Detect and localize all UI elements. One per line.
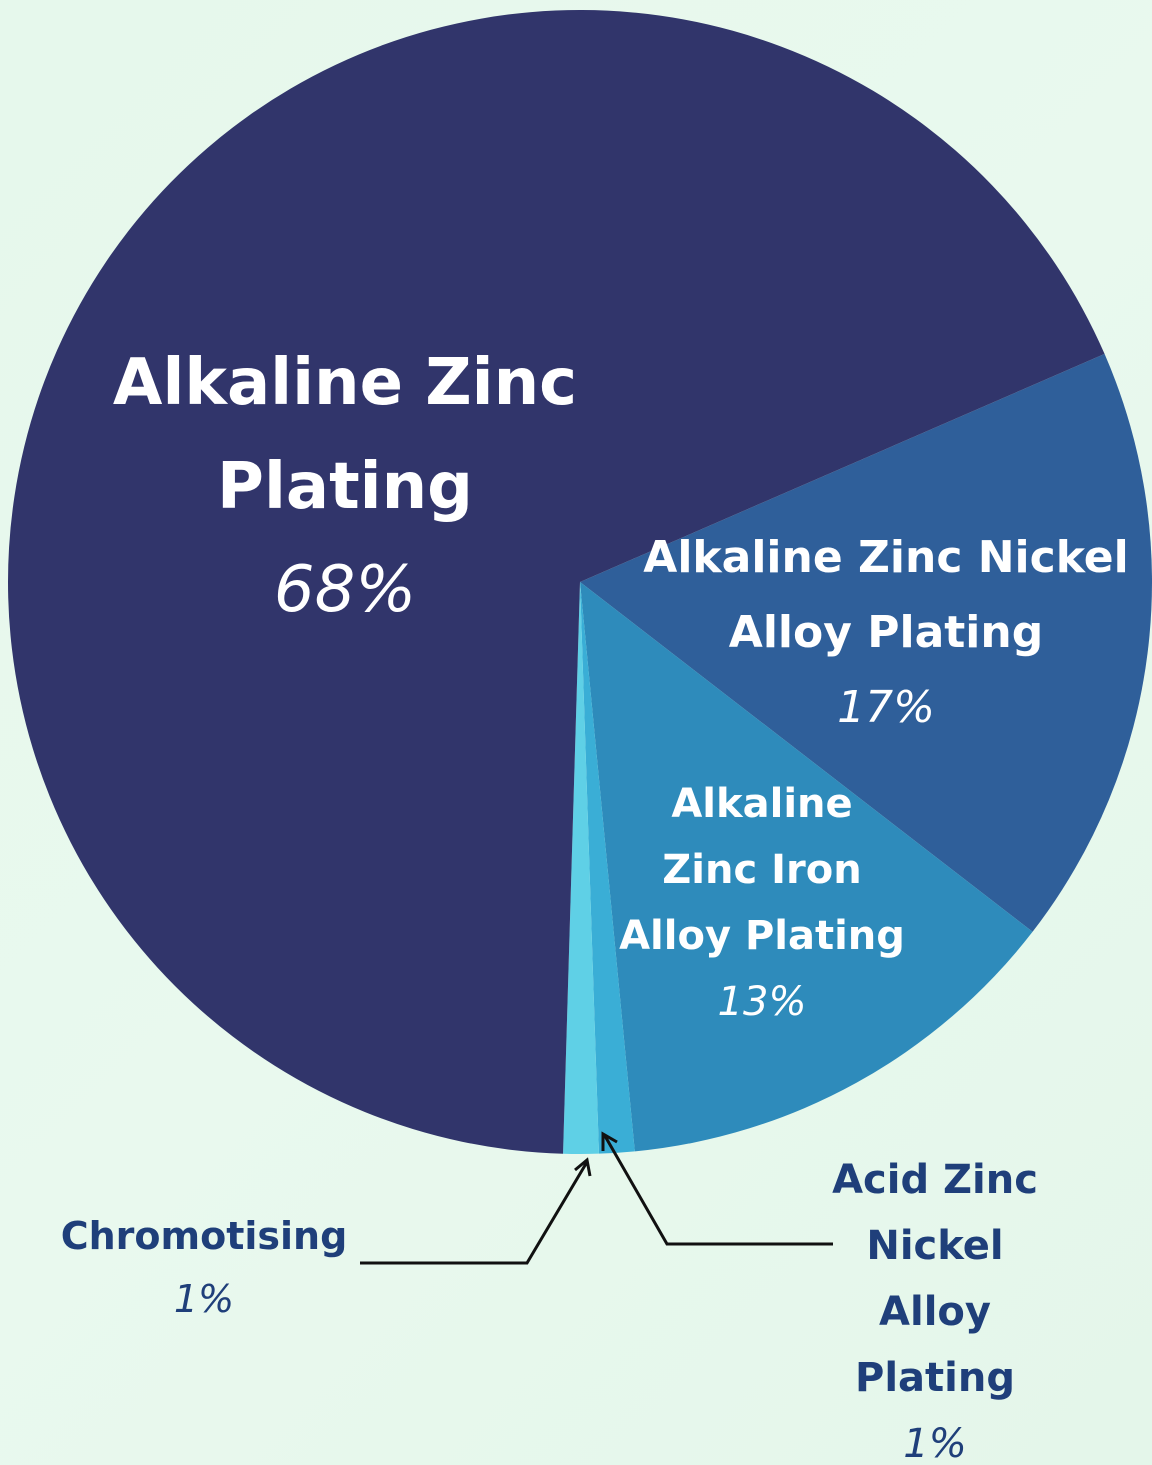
slice-label-alkaline-zinc-line1: Alkaline Zinc [113,346,577,420]
acid-zinc-nickel-label-line4: Plating [855,1355,1015,1401]
external-label-chromotising: Chromotising 1% [61,1214,348,1321]
pie-slice-alkaline-zinc-iron-alloy-plating [580,582,1033,1152]
pie-slice-acid-zinc-nickel-alloy-plating [580,582,635,1154]
chromotising-percent: 1% [174,1277,234,1321]
slice-label-alkaline-zinc-iron-line3: Alloy Plating [619,913,905,959]
leader-lines [360,1131,833,1265]
acid-zinc-nickel-label-line3: Alloy [879,1289,991,1335]
pie-slice-alkaline-zinc-plating [7,9,1105,1154]
slice-label-alkaline-zinc-nickel-line2: Alloy Plating [729,607,1043,658]
slice-label-alkaline-zinc-nickel-line1: Alkaline Zinc Nickel [643,532,1128,583]
slice-label-alkaline-zinc-iron-line1: Alkaline [671,781,852,827]
acid-zinc-nickel-percent: 1% [903,1421,966,1465]
pie-slice-alkaline-zinc-nickel-alloy-plating [580,353,1152,932]
acid-zinc-nickel-label-line1: Acid Zinc [832,1157,1038,1203]
acid-zinc-nickel-label-line2: Nickel [866,1223,1003,1269]
chromotising-leader-line [360,1161,589,1265]
slice-label-alkaline-zinc-iron-line2: Zinc Iron [662,847,861,893]
chromotising-label: Chromotising [61,1214,348,1258]
chromotising-arrowhead [574,1157,592,1177]
external-label-acid-zinc-nickel: Acid Zinc Nickel Alloy Plating 1% [832,1157,1038,1465]
slice-percent-alkaline-zinc: 68% [274,553,416,627]
acid-zinc-nickel-leader-line [603,1135,833,1246]
pie-slices [7,9,1152,1154]
pie-slice-chromotising [563,582,599,1154]
slice-percent-alkaline-zinc-iron: 13% [718,979,807,1025]
acid-zinc-nickel-arrowhead [601,1131,618,1151]
slice-label-alkaline-zinc-line2: Plating [217,450,473,524]
slice-percent-alkaline-zinc-nickel: 17% [837,682,935,733]
